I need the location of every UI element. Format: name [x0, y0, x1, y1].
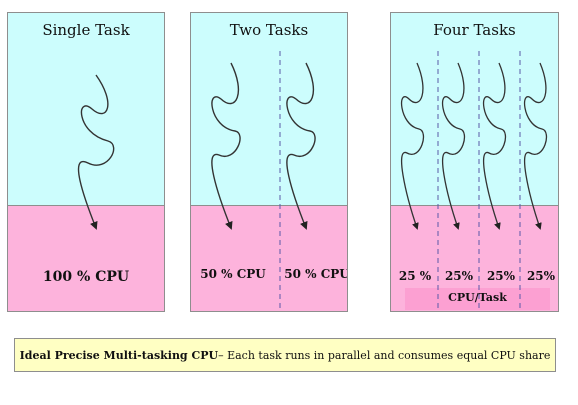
panel-single-task: Single Task 100 % CPU — [7, 12, 165, 312]
task-arrow — [77, 74, 115, 230]
cpu-per-task-band: CPU/Task — [405, 288, 550, 310]
cpu-share-label: 25 % — [398, 269, 432, 283]
caption-text: – Each task runs in parallel and consume… — [218, 348, 551, 362]
task-arrow — [482, 62, 506, 230]
cpu-per-task-label: CPU/Task — [448, 291, 507, 304]
cpu-share-label: 100 % CPU — [42, 269, 130, 285]
cpu-share-label: 50 % CPU — [284, 267, 348, 281]
caption-bold: Ideal Precise Multi-tasking CPU — [19, 348, 219, 362]
panel-title: Two Tasks — [229, 21, 309, 39]
cpu-share-label: 25% — [444, 269, 474, 283]
task-arrows — [400, 51, 547, 311]
cpu-area — [8, 205, 164, 311]
task-arrows — [77, 74, 115, 230]
cpu-share-label: 50 % CPU — [200, 267, 266, 281]
task-arrow — [286, 62, 316, 230]
caption: Ideal Precise Multi-tasking CPU – Each t… — [14, 338, 556, 372]
panel-four-tasks: CPU/Task Four Tasks 25 % 25% 25% 25% — [390, 12, 559, 312]
task-arrow — [441, 62, 465, 230]
cpu-share-label: 25% — [486, 269, 516, 283]
panel-two-tasks: Two Tasks 50 % CPU 50 % CPU — [190, 12, 348, 312]
task-arrow — [523, 62, 547, 230]
task-arrow — [211, 62, 241, 230]
panel-title: Four Tasks — [433, 21, 516, 39]
panel-title: Single Task — [42, 21, 130, 39]
cpu-share-label: 25% — [526, 269, 556, 283]
task-arrows — [211, 51, 316, 311]
cpu-area — [191, 205, 347, 311]
task-arrow — [400, 62, 424, 230]
